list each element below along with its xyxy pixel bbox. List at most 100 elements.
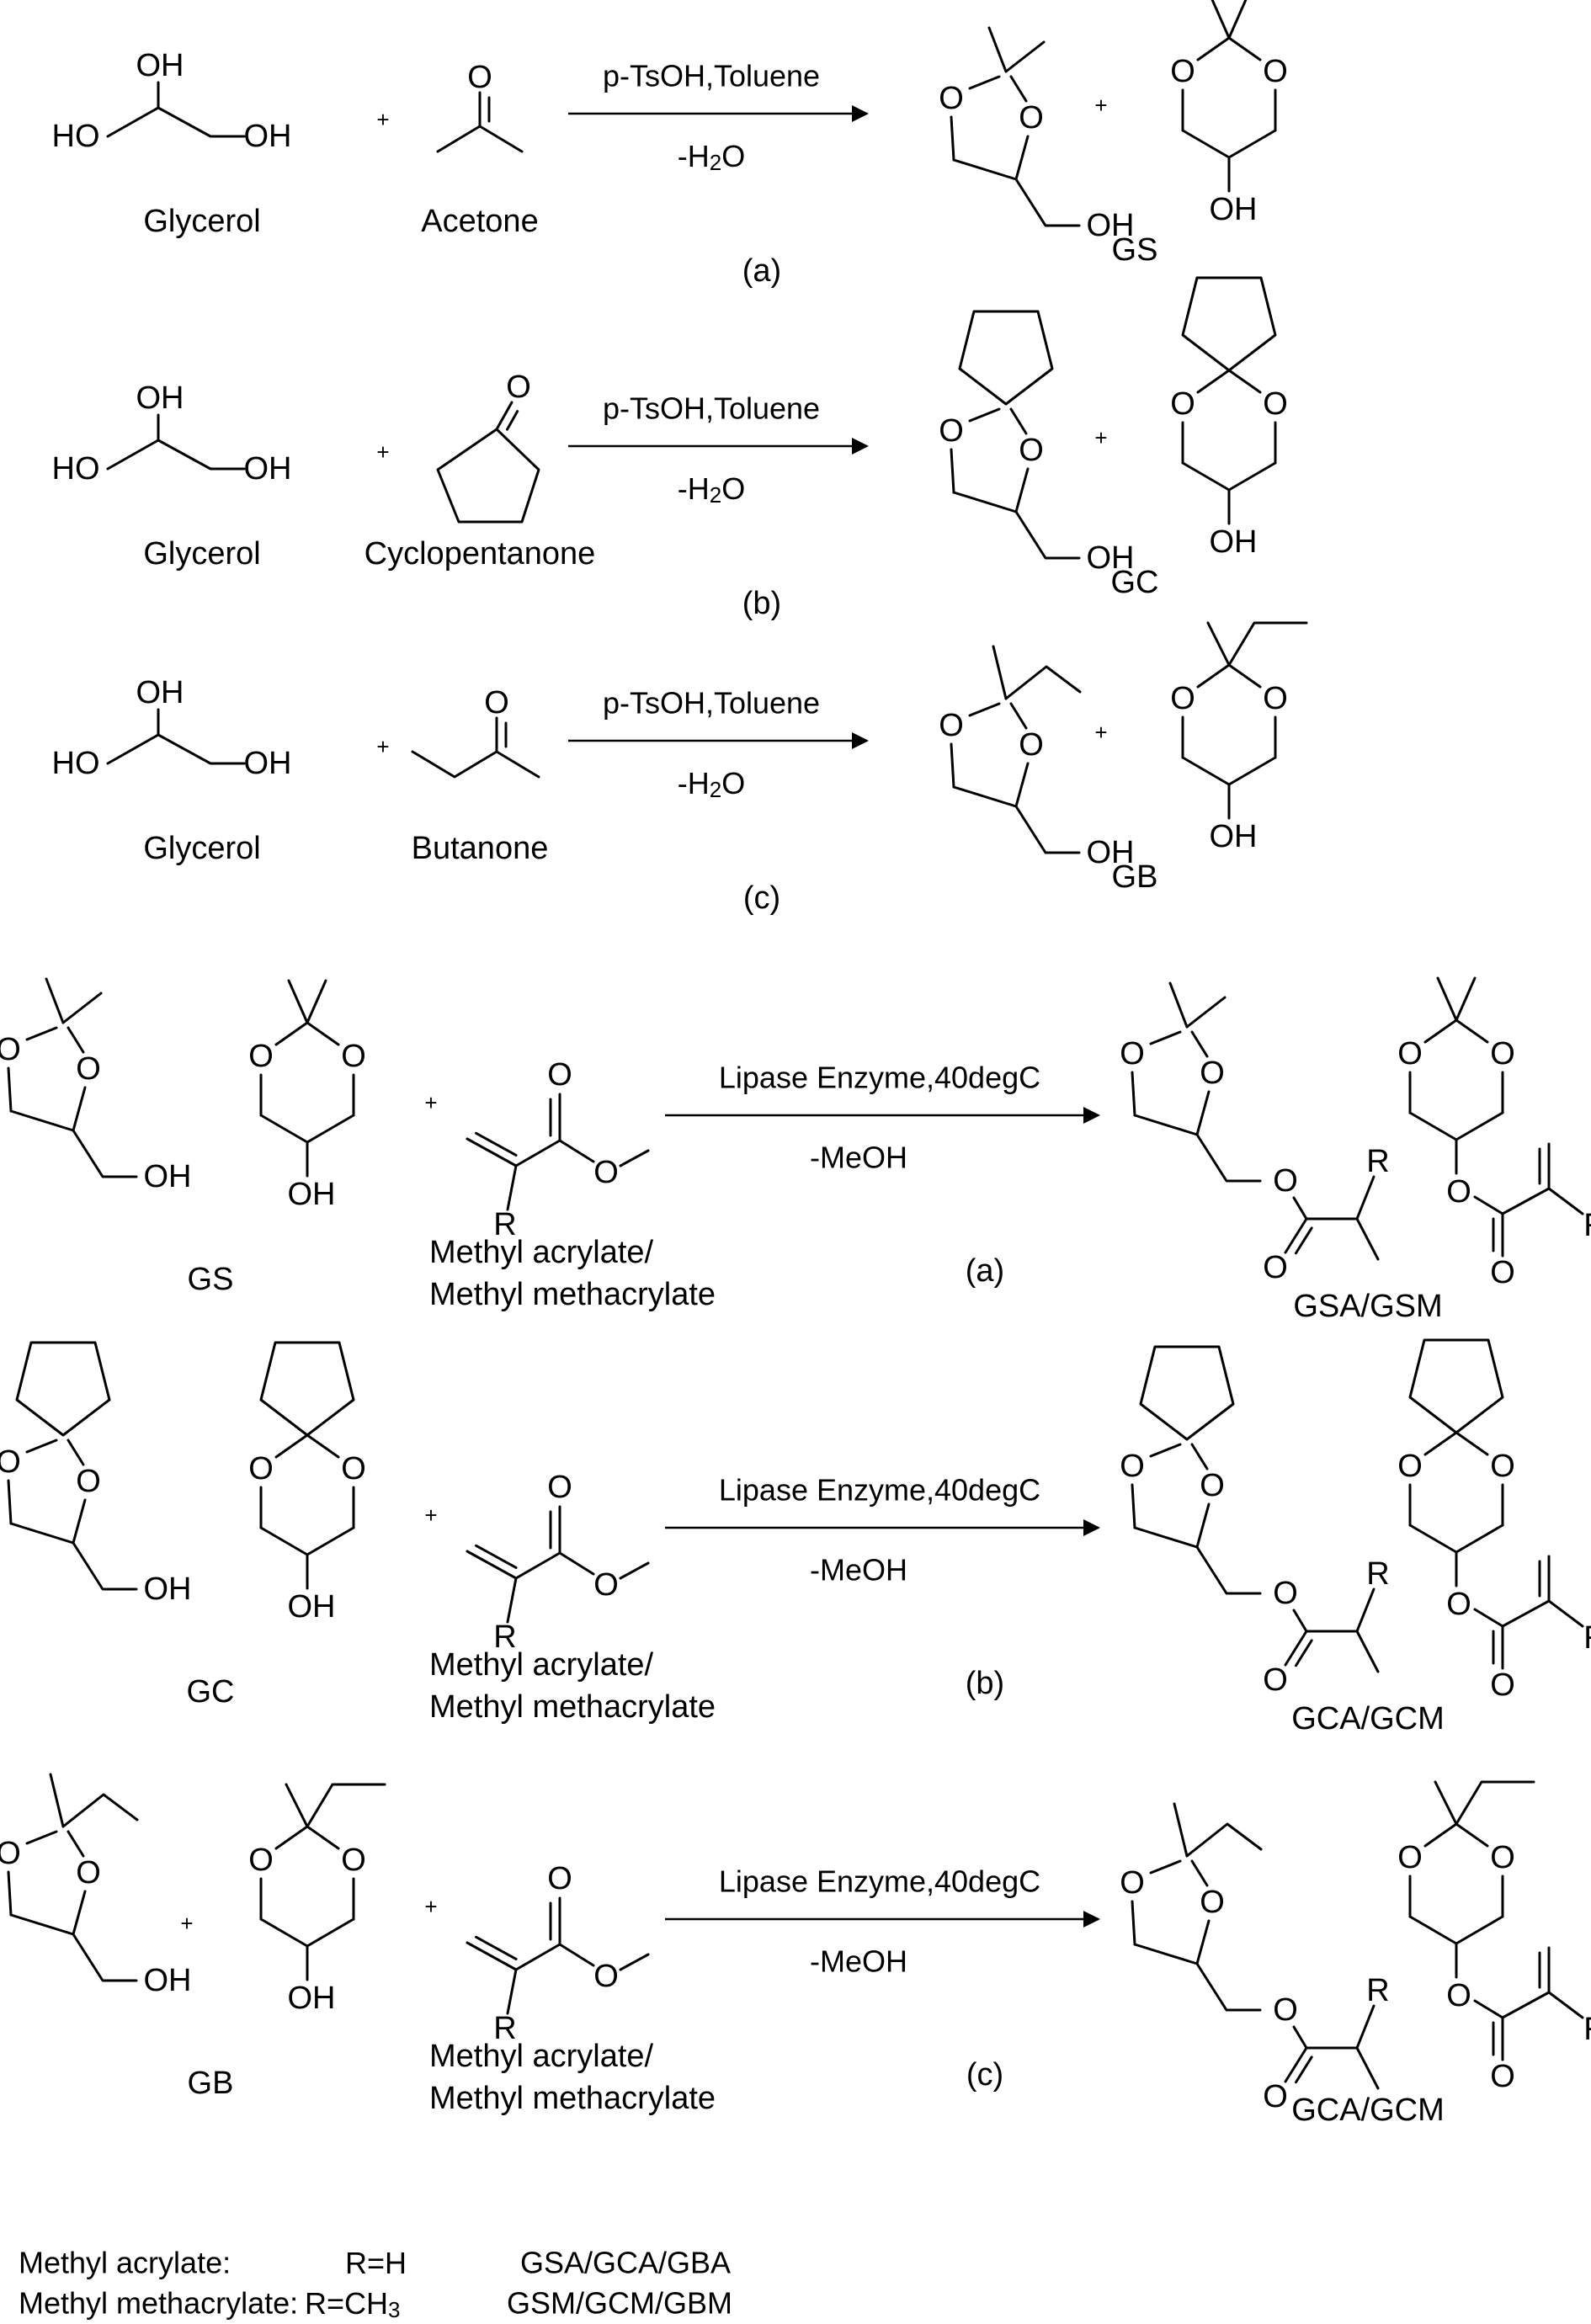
plus-sign: +	[1094, 425, 1107, 450]
hydroxyl-label: OH	[1210, 819, 1258, 854]
ring-bond	[1195, 1090, 1211, 1136]
ring-bond	[952, 785, 1018, 808]
ring-bond	[9, 1109, 75, 1132]
ethyl-chain	[1004, 665, 1082, 700]
ethyl-chain	[1185, 1822, 1263, 1858]
oxygen-atom: O	[593, 1567, 619, 1603]
oxygen-atom: O	[0, 1032, 21, 1067]
hydroxyl-label: OH	[1210, 192, 1258, 227]
methyl-bond	[619, 1561, 650, 1580]
ring-bond	[1196, 369, 1231, 394]
hydroxymethyl-chain	[1014, 805, 1081, 854]
reactant-label: GB	[188, 2066, 234, 2101]
legend-products: GSM/GCM/GBM	[507, 2286, 732, 2321]
ring-bond	[1423, 1822, 1458, 1848]
ester-label-line2: Methyl methacrylate	[429, 1689, 716, 1725]
cyclopentane-ring	[1139, 1345, 1235, 1441]
byproduct-label: -MeOH	[810, 1141, 907, 1175]
reagent-label: p-TsOH,Toluene	[603, 59, 820, 93]
substituent-bond	[1547, 1187, 1584, 1215]
methyl-bond	[287, 979, 309, 1024]
legend-ester-name: Methyl acrylate:	[19, 2246, 231, 2280]
ring-bond	[1455, 1524, 1504, 1554]
ring-bond	[1014, 762, 1030, 808]
ring-bond	[274, 1825, 309, 1850]
byproduct-water: -H2O	[678, 471, 745, 508]
substituent-r: R	[493, 2011, 516, 2046]
ring-bond	[950, 448, 955, 494]
plus-sign: +	[424, 1502, 437, 1528]
ring-bond	[1133, 1943, 1199, 1965]
ring-bond	[950, 115, 955, 162]
ring-bond	[1131, 1900, 1136, 1946]
substituent-r: R	[493, 1207, 516, 1242]
ring-bond	[1196, 663, 1231, 689]
legend-r-definition: R=CH3	[305, 2286, 401, 2323]
ring-bond	[1181, 756, 1231, 786]
methyl-bond	[1355, 2046, 1380, 2090]
ring-bond	[1190, 1859, 1209, 1887]
oxygen-atom: O	[1397, 1840, 1423, 1875]
ring-bond	[968, 407, 1001, 423]
chain-bond	[1501, 1599, 1551, 1628]
byproduct-label: -MeOH	[810, 1553, 907, 1587]
oxygen-atom: O	[0, 1444, 21, 1480]
substituent-r: R	[1366, 1973, 1389, 2008]
ring-bond	[1190, 1030, 1209, 1058]
oxygen-atom: O	[0, 1836, 21, 1871]
oxygen-atom: O	[1263, 1250, 1288, 1285]
oxygen-atom: O	[1263, 54, 1288, 89]
methyl-bond	[1455, 976, 1477, 1022]
ester-label-line2: Methyl methacrylate	[429, 1277, 716, 1312]
oxygen-atom: O	[1200, 1056, 1225, 1091]
methyl-bond	[306, 979, 327, 1024]
ring-bond	[1227, 756, 1277, 786]
oxygen-atom: O	[547, 1861, 572, 1896]
ring-bond	[259, 1917, 309, 1948]
ring-bond	[1131, 1071, 1136, 1117]
vinyl-bond	[514, 1943, 561, 1971]
ester-linker	[1195, 1545, 1262, 1595]
byproduct-water: -H2O	[678, 139, 745, 176]
vinyl-bond	[514, 1551, 561, 1580]
oxygen-atom: O	[1273, 1576, 1298, 1611]
ring-bond	[1149, 1859, 1182, 1875]
oxygen-atom: O	[1263, 1662, 1288, 1698]
hydroxymethyl-chain	[1014, 510, 1081, 560]
reactant-label-ketone: Cyclopentanone	[364, 536, 596, 572]
ring-bond	[1455, 1018, 1489, 1044]
ring-bond	[1423, 1018, 1458, 1044]
oxygen-atom: O	[939, 708, 964, 743]
methyl-bond	[1173, 1802, 1189, 1858]
glycerol-backbone	[106, 106, 246, 138]
oxygen-atom: O	[1490, 1667, 1515, 1703]
carbonyl-bond	[1295, 2055, 1313, 2084]
oxygen-atom: O	[1019, 100, 1044, 136]
substituent-bond	[1547, 1599, 1584, 1628]
ester-linker	[1195, 1962, 1262, 2012]
ring-bond	[306, 1526, 355, 1556]
oxygen-atom: O	[1490, 1840, 1515, 1875]
oxygen-atom: O	[593, 1155, 619, 1190]
oxygen-atom: O	[248, 1451, 274, 1486]
ester-bond	[1473, 1999, 1504, 2019]
reactant-label-glycerol: Glycerol	[143, 831, 260, 866]
oxygen-atom: O	[1019, 727, 1044, 763]
methyl-bond	[1185, 996, 1227, 1029]
plus-sign: +	[424, 1894, 437, 1919]
methyl-bond	[1168, 981, 1189, 1029]
vinyl-double-bond	[475, 1544, 518, 1569]
hydroxyl-label: OH	[144, 1571, 192, 1607]
methyl-bond	[992, 645, 1008, 700]
ring-bond	[274, 1021, 309, 1046]
oxygen-atom: O	[248, 1039, 274, 1074]
methyl-bond	[285, 1783, 309, 1828]
substituent-r: R	[1366, 1144, 1389, 1179]
ring-bond	[67, 1830, 85, 1858]
ring-bond	[25, 1026, 58, 1041]
methyl-bond	[619, 1953, 650, 1971]
plus-sign: +	[376, 439, 389, 465]
oxygen-atom: O	[1263, 681, 1288, 716]
ring-bond	[7, 1870, 13, 1917]
methyl-bond	[619, 1149, 650, 1167]
